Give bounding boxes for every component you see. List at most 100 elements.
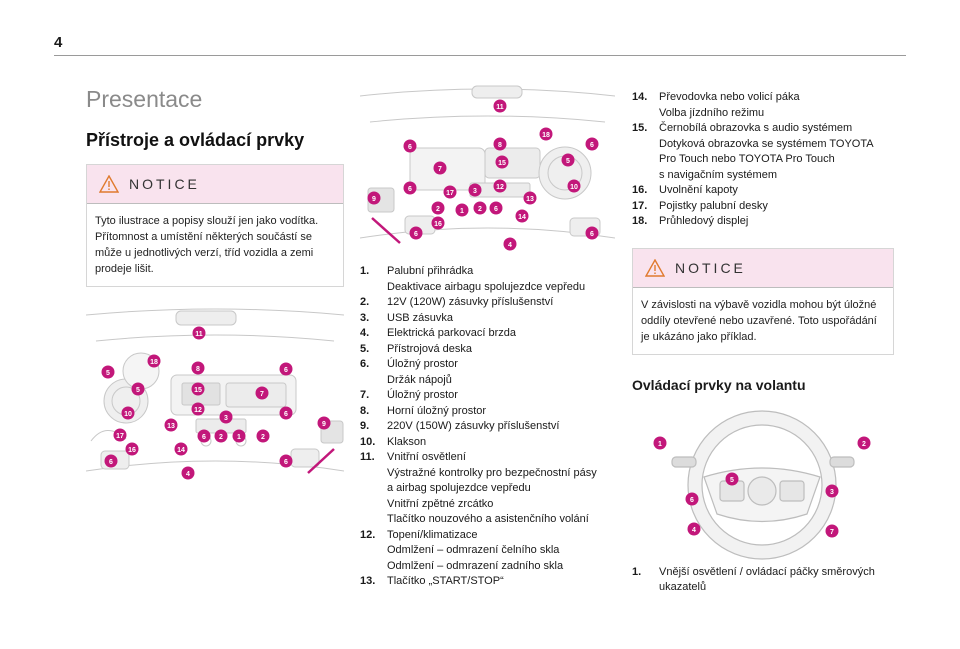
item-line: Tlačítko nouzového a asistenčního volání [387,513,589,525]
list-item: 4. Elektrická parkovací brzda [360,326,615,342]
item-text: Vnější osvětlení / ovládací páčky směrov… [659,565,875,596]
callout-marker: 3 [468,183,482,197]
list-item: 16. Uvolnění kapoty [632,183,894,199]
svg-text:6: 6 [202,434,206,441]
item-line: Držák nápojů [387,373,452,386]
svg-text:17: 17 [446,190,454,197]
callout-marker: 14 [515,209,529,223]
callout-marker: 5 [561,153,575,167]
svg-text:6: 6 [284,459,288,466]
svg-text:6: 6 [109,459,113,466]
callout-marker: 6 [409,226,423,240]
callout-marker: 16 [431,216,445,230]
svg-text:2: 2 [219,434,223,441]
list-item: 18.Průhledový displej [632,214,894,230]
svg-text:4: 4 [186,471,190,478]
section-title: Presentace [86,86,203,112]
callout-marker: 1 [455,203,469,217]
callout-marker: 10 [567,179,581,193]
svg-text:1: 1 [237,434,241,441]
svg-text:9: 9 [372,196,376,203]
callout-marker: 1 [232,429,246,443]
item-line: Úložný prostor [387,358,458,370]
svg-text:6: 6 [590,142,594,149]
notice-label: NOTICE [675,259,746,276]
item-text: Průhledový displej [659,214,748,230]
item-number: 3. [360,311,370,324]
svg-text:5: 5 [136,387,140,394]
item-text: Uvolnění kapoty [659,183,738,199]
svg-text:8: 8 [498,142,502,149]
callout-marker: 15 [191,382,205,396]
svg-text:11: 11 [496,104,504,111]
svg-text:14: 14 [177,447,185,454]
callout-marker: 5 [131,382,145,396]
svg-text:12: 12 [194,407,202,414]
svg-text:18: 18 [150,359,158,366]
notice-box: NOTICE Tyto ilustrace a popisy slouží je… [86,164,344,287]
item-number: 17. [632,199,648,212]
item-line: 12V (120W) zásuvky příslušenství [387,296,554,308]
callout-marker: 5 [101,365,115,379]
item-text: Horní úložný prostor [387,404,486,420]
callout-marker: 6 [685,492,699,505]
component-list-c: 1.Vnější osvětlení / ovládací páčky směr… [632,565,894,596]
item-number: 11. [360,451,375,463]
notice-header: NOTICE [87,165,343,204]
svg-text:6: 6 [408,186,412,193]
callout-marker: 9 [367,191,381,205]
svg-text:2: 2 [436,206,440,213]
svg-text:4: 4 [508,242,512,249]
callout-marker: 17 [443,185,457,199]
item-line: Výstražné kontrolky pro bezpečnostní pás… [387,466,597,479]
callout-marker: 12 [493,179,507,193]
svg-text:1: 1 [460,208,464,215]
svg-text:1: 1 [658,441,662,448]
svg-text:16: 16 [434,221,442,228]
list-item: 2. 12V (120W) zásuvky příslušenství [360,295,615,311]
callout-marker: 2 [431,201,445,215]
list-item: 7.Úložný prostor [360,388,615,404]
item-number: 16. [632,184,648,196]
item-text: Elektrická parkovací brzda [387,326,516,342]
notice-box-2: NOTICE V závislosti na výbavě vozidla mo… [632,247,894,355]
item-number: 2. [360,296,370,308]
item-text: 220V (150W) zásuvky příslušenství [387,419,559,435]
callout-marker: 2 [256,429,270,443]
header-rule [54,55,906,56]
item-line: Topení/klimatizace [387,528,478,541]
callout-marker: 18 [539,127,553,141]
item-line: Vnitřní zpětné zrcátko [387,497,494,510]
svg-text:15: 15 [498,160,506,167]
item-number: 4. [360,327,370,339]
svg-text:6: 6 [284,411,288,418]
callout-marker: 6 [279,406,293,420]
callout-marker: 7 [825,524,839,537]
item-text: Klakson [387,435,426,451]
page-subtitle: Přístroje a ovládací prvky [86,130,305,150]
item-number: 14. [632,91,648,103]
svg-text:6: 6 [494,206,498,213]
item-text: Tlačítko „START/STOP“ [387,574,504,590]
svg-text:6: 6 [284,367,288,374]
item-line: s navigačním systémem [659,168,777,181]
callout-marker: 17 [113,428,127,442]
callout-marker: 6 [489,201,503,215]
item-text: USB zásuvka [387,311,453,327]
item-text: Přístrojová deska [387,342,472,358]
svg-text:13: 13 [526,196,534,203]
item-line: Převodovka nebo volicí páka [659,91,800,103]
item-text: 12V (120W) zásuvky příslušenství [387,295,553,311]
